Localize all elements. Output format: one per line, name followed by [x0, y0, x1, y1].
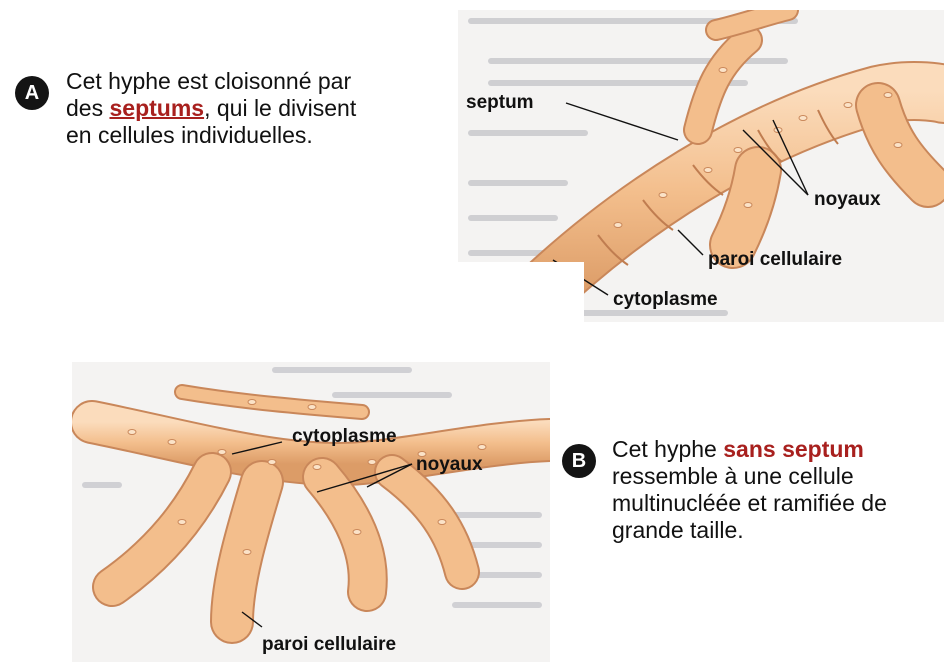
label-noyaux-b: noyaux	[416, 454, 483, 475]
caption-b: Cet hyphe sans septum ressemble à une ce…	[612, 436, 887, 544]
caption-a-line1: Cet hyphe est cloisonné par	[66, 68, 356, 95]
coenocytic-hypha-panel: cytoplasme noyaux paroi cellulaire	[72, 362, 550, 662]
sans-septum-highlight: sans septum	[723, 436, 864, 462]
septums-highlight: septums	[109, 95, 204, 121]
caption-a-line2: des septums, qui le divisent	[66, 95, 356, 122]
label-cytoplasme-a: cytoplasme	[613, 289, 718, 310]
badge-a: A	[15, 76, 49, 110]
label-paroi-b: paroi cellulaire	[262, 634, 396, 655]
label-septum: septum	[466, 92, 534, 113]
caption-a: Cet hyphe est cloisonné par des septums,…	[66, 68, 356, 149]
caption-b-line2: ressemble à une cellule	[612, 463, 887, 490]
panel-overlap-mask	[448, 262, 584, 362]
label-cytoplasme-b: cytoplasme	[292, 426, 397, 447]
caption-b-line3: multinucléée et ramifiée de	[612, 490, 887, 517]
caption-b-line1: Cet hyphe sans septum	[612, 436, 887, 463]
caption-a-line3: en cellules individuelles.	[66, 122, 356, 149]
caption-b-line4: grande taille.	[612, 517, 887, 544]
label-paroi-a: paroi cellulaire	[708, 249, 842, 270]
badge-b: B	[562, 444, 596, 478]
label-noyaux-a: noyaux	[814, 189, 881, 210]
coenocytic-hypha-diagram: cytoplasme noyaux paroi cellulaire	[72, 362, 550, 662]
